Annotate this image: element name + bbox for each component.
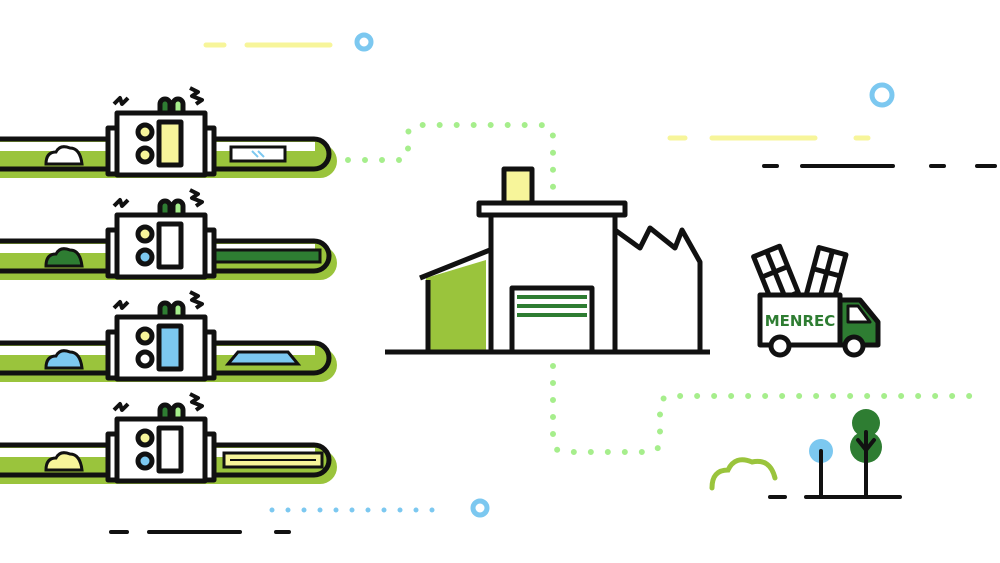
machine-display xyxy=(156,323,184,372)
decorations xyxy=(109,32,997,534)
garage-slats xyxy=(517,295,587,317)
production-line xyxy=(0,86,337,178)
green-tree-icon xyxy=(852,409,880,437)
production-line xyxy=(0,392,337,484)
smoke-icon xyxy=(112,198,130,208)
recycling-machine xyxy=(105,392,217,484)
production-lines xyxy=(0,86,337,484)
indicator-light xyxy=(135,122,155,142)
blue-ring-icon xyxy=(869,82,895,108)
indicator-light xyxy=(135,451,155,471)
sawtooth-roof xyxy=(613,225,703,352)
shed-roof xyxy=(419,247,491,281)
factory xyxy=(385,166,710,355)
indicator-light xyxy=(135,349,155,369)
machine-display xyxy=(156,425,184,474)
material-pile xyxy=(44,451,84,472)
bush-outline xyxy=(709,457,778,491)
black-dashes xyxy=(109,164,997,534)
green-dotted-path xyxy=(345,122,988,455)
landscape xyxy=(709,409,902,499)
production-line xyxy=(0,188,337,280)
product-item xyxy=(222,451,324,469)
smoke-icon xyxy=(112,402,130,412)
indicator-light xyxy=(135,247,155,267)
product-item xyxy=(229,145,287,163)
smoke-icon xyxy=(112,96,130,106)
material-pile xyxy=(44,349,84,370)
material-pile xyxy=(44,247,84,268)
smoke-icon xyxy=(189,290,204,310)
blue-ring-icon xyxy=(354,32,374,52)
blue-ring-icon xyxy=(470,498,490,518)
truck-wheel xyxy=(842,334,866,358)
factory-chimney xyxy=(501,166,535,206)
product-item xyxy=(224,350,302,366)
recycling-machine xyxy=(105,290,217,382)
truck-cargo xyxy=(757,292,843,348)
production-line xyxy=(0,290,337,382)
truck-wheel xyxy=(768,334,792,358)
smoke-icon xyxy=(189,86,204,106)
truck-logo-text: MENREC xyxy=(765,312,836,330)
smoke-icon xyxy=(112,300,130,310)
machine-display xyxy=(156,119,184,168)
indicator-light xyxy=(135,145,155,165)
product-item xyxy=(212,248,322,264)
smoke-icon xyxy=(189,392,204,412)
yellow-dashes-top xyxy=(203,42,871,141)
shed-fill xyxy=(426,260,486,352)
material-pile xyxy=(44,145,84,166)
recycling-machine xyxy=(105,188,217,280)
indicator-light xyxy=(135,428,155,448)
indicator-light xyxy=(135,224,155,244)
recycling-machine xyxy=(105,86,217,178)
machine-display xyxy=(156,221,184,270)
indicator-light xyxy=(135,326,155,346)
delivery-truck: MENREC xyxy=(751,243,881,358)
smoke-icon xyxy=(189,188,204,208)
